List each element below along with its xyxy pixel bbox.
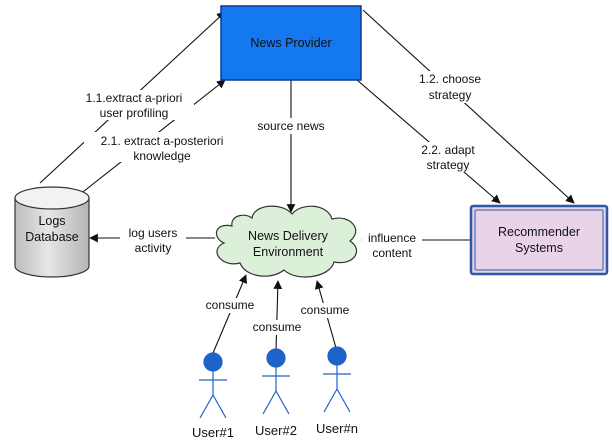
svg-text:consume: consume	[206, 298, 255, 312]
svg-text:strategy: strategy	[429, 88, 472, 102]
label-extract-apriori: 1.1.extract a-priori user profiling	[74, 90, 194, 120]
svg-text:content: content	[372, 246, 412, 260]
user-actor-n: User#n	[316, 346, 358, 436]
cloud-icon	[215, 205, 357, 278]
svg-text:log users: log users	[129, 226, 178, 240]
edge-consume-user2	[273, 280, 283, 351]
label-adapt-strategy: 2.2. adapt strategy	[416, 142, 480, 172]
database-label-line1: Logs	[38, 214, 65, 228]
svg-text:consume: consume	[301, 303, 350, 317]
user-label: User#n	[316, 421, 358, 436]
recommender-label-line1: Recommender	[498, 225, 580, 239]
svg-text:influence: influence	[368, 231, 416, 245]
svg-text:1.2. choose: 1.2. choose	[419, 72, 481, 86]
user-actor-2: User#2	[255, 348, 297, 438]
user-label: User#2	[255, 423, 297, 438]
edge-consume-user1	[212, 274, 247, 354]
news-provider-label: News Provider	[250, 36, 331, 50]
svg-text:knowledge: knowledge	[133, 149, 191, 163]
environment-label-line2: Environment	[253, 245, 324, 259]
news-delivery-environment-node: News Delivery Environment	[215, 205, 357, 278]
database-label-line2: Database	[25, 230, 79, 244]
label-consume-user3: consume	[299, 303, 351, 318]
svg-text:user profiling: user profiling	[100, 106, 169, 120]
news-provider-node: News Provider	[220, 5, 362, 81]
svg-text:strategy: strategy	[427, 158, 470, 172]
label-consume-user1: consume	[204, 298, 256, 313]
environment-label-line1: News Delivery	[248, 229, 329, 243]
label-log-activity: log users activity	[120, 224, 186, 255]
label-consume-user2: consume	[251, 320, 303, 335]
edge-choose-strategy	[362, 9, 575, 204]
label-extract-aposteriori: 2.1. extract a-posteriori knowledge	[84, 132, 240, 163]
svg-text:activity: activity	[135, 241, 172, 255]
svg-text:2.1. extract a-posteriori: 2.1. extract a-posteriori	[101, 134, 224, 148]
label-influence-content: influence content	[362, 230, 422, 260]
recommender-label-line2: Systems	[515, 241, 563, 255]
user-actor-1: User#1	[192, 352, 234, 440]
label-choose-strategy: 1.2. choose strategy	[414, 71, 486, 103]
svg-text:consume: consume	[253, 320, 302, 334]
label-source-news: source news	[252, 118, 330, 134]
svg-text:1.1.extract a-priori: 1.1.extract a-priori	[86, 91, 183, 105]
svg-text:2.2. adapt: 2.2. adapt	[421, 143, 475, 157]
user-icon	[323, 346, 351, 413]
user-icon	[262, 348, 290, 415]
user-icon	[199, 352, 227, 419]
svg-text:source news: source news	[257, 119, 324, 133]
logs-database-node: Logs Database	[14, 186, 90, 278]
edge-adapt-strategy	[356, 79, 501, 204]
user-label: User#1	[192, 425, 234, 440]
recommender-systems-node: Recommender Systems	[469, 204, 609, 276]
